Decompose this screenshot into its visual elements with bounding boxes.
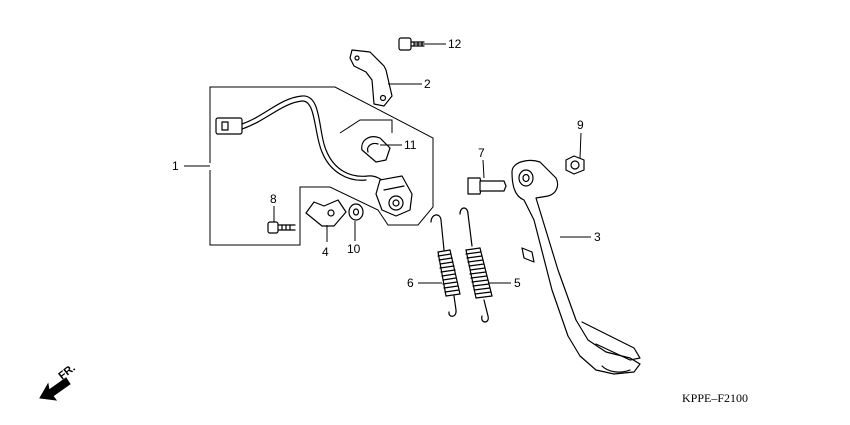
callout-3: 3 — [594, 230, 601, 244]
callout-9: 9 — [577, 118, 584, 132]
pivot-bolt-part — [467, 177, 507, 195]
side-stand-part — [511, 159, 641, 375]
front-direction-arrow-icon — [39, 377, 71, 401]
diagram-code: KPPE–F2100 — [682, 391, 748, 405]
callout-12: 12 — [448, 37, 462, 51]
nut-part — [565, 155, 585, 175]
clamp-part — [361, 136, 391, 163]
callout-8: 8 — [270, 192, 277, 206]
callout-11: 11 — [404, 138, 417, 152]
callout-7: 7 — [478, 146, 485, 160]
spring-6-part — [430, 214, 461, 317]
bracket-part — [349, 49, 393, 107]
bolt-8-part — [267, 221, 296, 234]
callout-10: 10 — [347, 242, 361, 256]
plate-part — [305, 199, 347, 227]
assembly-11-boundary — [339, 119, 393, 134]
assembly-1-boundary — [209, 86, 434, 246]
side-stand-switch-part — [215, 95, 413, 217]
callout-1: 1 — [172, 159, 179, 173]
spring-5-part — [459, 207, 493, 323]
callout-2: 2 — [424, 77, 431, 91]
callout-4: 4 — [322, 245, 329, 259]
front-direction-label: FR. — [56, 362, 77, 382]
callout-6: 6 — [407, 276, 414, 290]
bolt-12-part — [398, 37, 425, 51]
callout-5: 5 — [514, 276, 521, 290]
washer-part — [348, 203, 364, 221]
leader-lines — [184, 43, 591, 284]
